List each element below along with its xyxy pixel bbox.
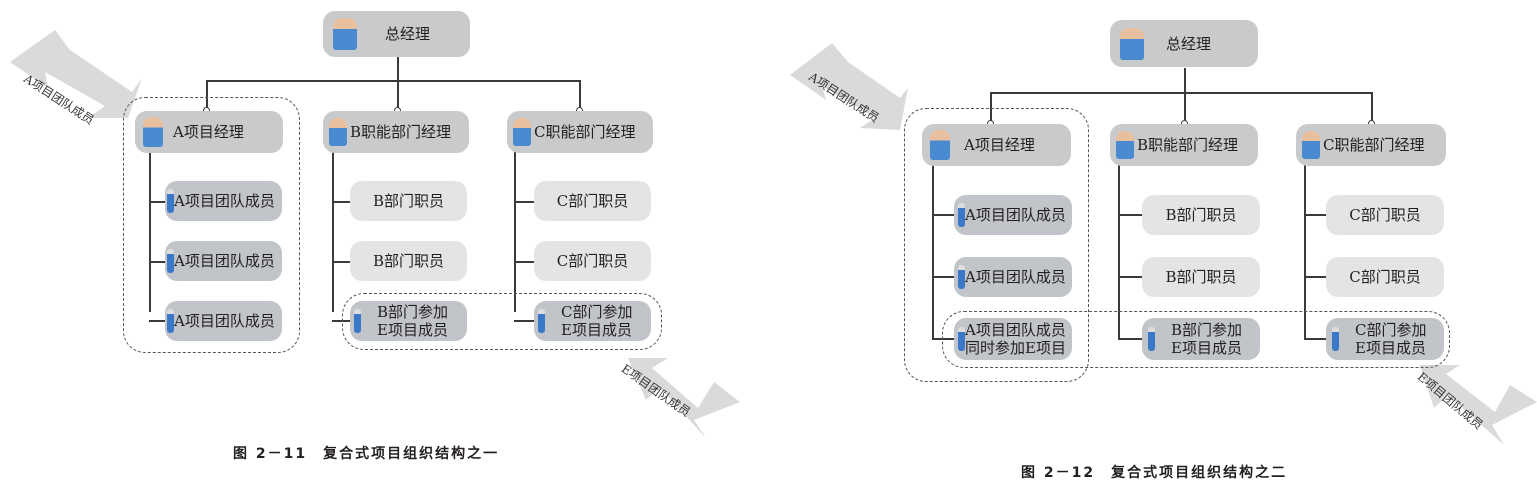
manager-person-icon xyxy=(1116,131,1134,159)
column-head-b: B职能部门经理 xyxy=(1110,124,1258,166)
member-person-icon xyxy=(167,249,174,273)
dept-staff-node: C部门职员 xyxy=(534,181,651,221)
member-person-icon xyxy=(167,189,174,213)
dept-staff-node: B部门职员 xyxy=(350,241,467,281)
node-label: A项目团队成员 xyxy=(965,206,1066,224)
node-label: B部门参加 E项目成员 xyxy=(1171,321,1243,357)
node-label: A项目团队成员 xyxy=(965,268,1066,286)
member-person-icon xyxy=(958,203,965,227)
node-label: B职能部门经理 xyxy=(350,123,452,141)
manager-person-icon xyxy=(1302,131,1320,159)
node-label: A项目团队成员 xyxy=(174,252,275,270)
node-label: A项目经理 xyxy=(173,123,244,141)
column-head-c: C职能部门经理 xyxy=(507,111,653,153)
node-label: C部门参加 E项目成员 xyxy=(561,303,633,339)
node-label: A项目团队成员 xyxy=(174,192,275,210)
e-project-member-node: C部门参加 E项目成员 xyxy=(534,301,651,341)
member-node: A项目团队成员 同时参加E项目 xyxy=(954,318,1072,360)
member-node: A项目团队成员 xyxy=(954,257,1072,297)
arrows-layer xyxy=(790,43,1537,445)
node-label: B部门参加 E项目成员 xyxy=(377,303,449,339)
dept-staff-node: C部门职员 xyxy=(534,241,651,281)
dept-staff-node: B部门职员 xyxy=(1142,195,1260,235)
a-team-group-outline xyxy=(123,97,300,353)
node-label: A项目团队成员 xyxy=(174,312,275,330)
member-person-icon xyxy=(538,309,545,333)
member-person-icon xyxy=(1332,327,1339,351)
e-project-member-node: C部门参加 E项目成员 xyxy=(1326,318,1444,360)
manager-person-icon xyxy=(333,18,357,50)
node-label: C职能部门经理 xyxy=(534,123,636,141)
node-label: C职能部门经理 xyxy=(1323,136,1425,154)
arrows-layer xyxy=(10,30,740,438)
node-label: B部门职员 xyxy=(1165,268,1237,286)
node-label: C部门职员 xyxy=(1349,268,1421,286)
node-label: B部门职员 xyxy=(372,192,445,210)
e-team-arrow xyxy=(628,358,740,438)
figure-2-11: A项目团队成员 E项目团队成员 总经理 A项目经理 B职能部门经理 C职能部门经… xyxy=(0,0,760,485)
dept-staff-node: C部门职员 xyxy=(1326,257,1444,297)
dept-staff-node: C部门职员 xyxy=(1326,195,1444,235)
member-person-icon xyxy=(958,265,965,289)
column-head-b: B职能部门经理 xyxy=(323,111,469,153)
node-label: B部门职员 xyxy=(1165,206,1237,224)
e-team-group-outline xyxy=(942,311,1450,368)
member-person-icon xyxy=(354,309,361,333)
node-label: C部门职员 xyxy=(556,252,629,270)
manager-person-icon xyxy=(143,117,163,147)
column-head-c: C职能部门经理 xyxy=(1296,124,1446,166)
manager-person-icon xyxy=(513,118,531,146)
member-node: A项目团队成员 xyxy=(954,195,1072,235)
figure-caption: 图 2－11 复合式项目组织结构之一 xyxy=(233,446,500,462)
figure-2-12: A项目团队成员 E项目团队成员 总经理 A项目经理 B职能部门经理 C职能部门经… xyxy=(780,0,1537,485)
e-project-member-node: B部门参加 E项目成员 xyxy=(1142,318,1260,360)
member-person-icon xyxy=(167,309,174,333)
node-label: 总经理 xyxy=(1166,34,1212,53)
member-node: A项目团队成员 xyxy=(165,181,282,221)
e-project-member-node: B部门参加 E项目成员 xyxy=(350,301,467,341)
dept-staff-node: B部门职员 xyxy=(1142,257,1260,297)
member-node: A项目团队成员 xyxy=(165,241,282,281)
node-label: C部门职员 xyxy=(1349,206,1421,224)
node-label: A项目团队成员 同时参加E项目 xyxy=(965,321,1066,357)
a-team-arrow xyxy=(790,43,908,130)
node-label: B职能部门经理 xyxy=(1137,136,1239,154)
general-manager-node: 总经理 xyxy=(323,11,470,57)
manager-person-icon xyxy=(329,118,347,146)
dept-staff-node: B部门职员 xyxy=(350,181,467,221)
e-team-group-outline xyxy=(342,293,662,350)
node-label: C部门职员 xyxy=(556,192,629,210)
general-manager-node: 总经理 xyxy=(1110,20,1258,67)
node-label: C部门参加 E项目成员 xyxy=(1355,321,1427,357)
member-node: A项目团队成员 xyxy=(165,301,282,341)
a-team-group-outline xyxy=(904,108,1089,382)
figure-caption: 图 2－12 复合式项目组织结构之二 xyxy=(1021,465,1288,481)
node-label: 总经理 xyxy=(385,25,431,43)
column-head-a: A项目经理 xyxy=(135,111,283,153)
member-person-icon xyxy=(958,327,965,351)
manager-person-icon xyxy=(1120,27,1144,60)
member-person-icon xyxy=(1148,327,1155,351)
node-label: B部门职员 xyxy=(372,252,445,270)
e-team-arrow xyxy=(1420,365,1537,445)
manager-person-icon xyxy=(930,130,950,160)
node-label: A项目经理 xyxy=(964,136,1035,154)
column-head-a: A项目经理 xyxy=(922,124,1071,166)
a-team-arrow xyxy=(10,30,142,118)
